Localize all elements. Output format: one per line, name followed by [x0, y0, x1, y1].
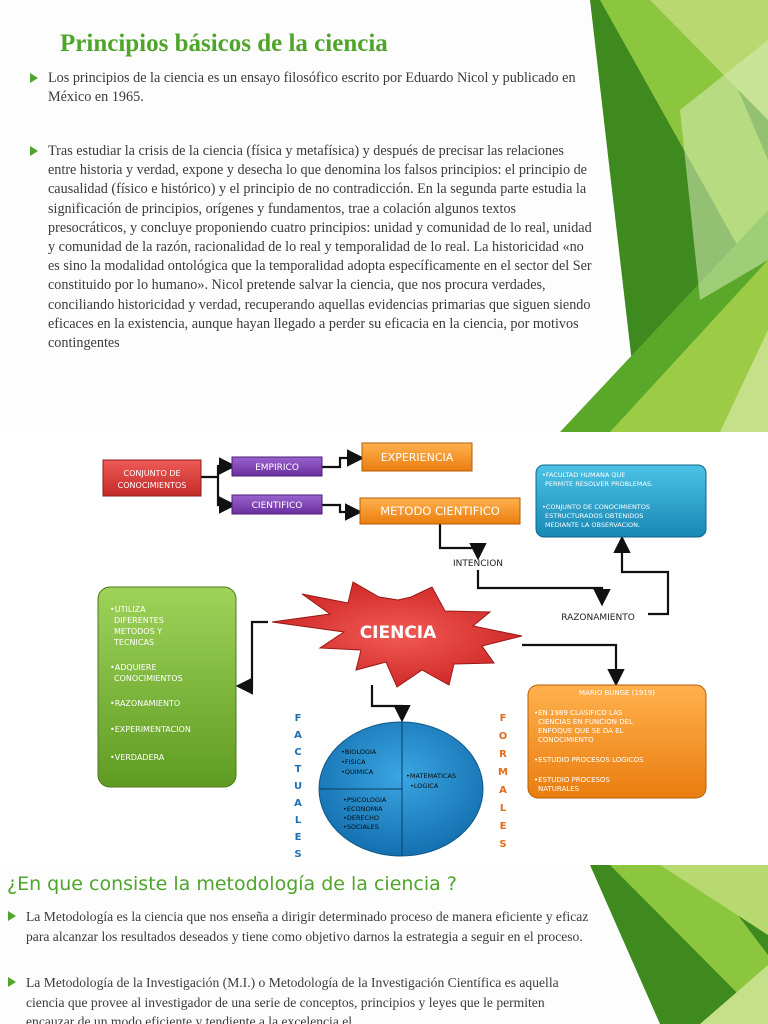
blue-definition-box: •FACULTAD HUMANA QUE PERMITE RESOLVER PR… [536, 465, 706, 537]
bunge-box: MARIO BUNGE (1919) •EN 1989 CLASIFICO LA… [528, 685, 706, 798]
factuales-letter: T [295, 764, 302, 775]
bullet-text: Los principios de la ciencia es un ensay… [48, 69, 595, 107]
concept-diagram-panel: CONJUNTO DE CONOCIMIENTOS EMPIRICO CIENT… [0, 432, 768, 865]
circle-item: •QUIMICA [341, 768, 374, 776]
bunge-line: ENFOQUE QUE SE DA EL [538, 727, 624, 735]
bullet-text: Tras estudiar la crisis de la ciencia (f… [48, 142, 595, 353]
green-line: TECNICAS [113, 638, 154, 647]
cientifico-label: CIENTIFICO [252, 501, 303, 511]
bullet-arrow-icon [30, 73, 38, 83]
conjunto-line: CONOCIMIENTOS [118, 481, 187, 490]
bunge-line: CIENCIAS EN FUNCION DEL [538, 718, 633, 726]
factuales-letter: F [295, 713, 302, 724]
circle-item: •FISICA [341, 758, 366, 766]
metodo-label: METODO CIENTIFICO [380, 504, 500, 518]
green-line: •EXPERIMENTACION [110, 725, 191, 734]
science-classification-circle: •BIOLOGIA •FISICA •QUIMICA •PSICOLOGIA •… [319, 722, 483, 856]
blue-line: PERMITE RESOLVER PROBLEMAS. [545, 480, 653, 488]
razonamiento-label: RAZONAMIENTO [561, 613, 635, 623]
bunge-line: •ESTUDIO PROCESOS LOGICOS [534, 756, 644, 764]
formales-letter: O [499, 731, 508, 742]
bunge-line: NATURALES [538, 785, 580, 793]
circle-item: •BIOLOGIA [341, 748, 377, 756]
bullet-text: La Metodología de la Investigación (M.I.… [26, 973, 592, 1024]
green-line: CONOCIMIENTOS [114, 674, 183, 683]
bullet-item: La Metodología es la ciencia que nos ens… [8, 907, 592, 946]
bunge-title: MARIO BUNGE (1919) [579, 689, 655, 697]
formales-letter: F [500, 713, 507, 724]
conjunto-line: CONJUNTO DE [123, 469, 180, 478]
green-line: DIFERENTES [114, 616, 164, 625]
bullet-text: La Metodología es la ciencia que nos ens… [26, 907, 592, 946]
formales-letter: M [498, 767, 508, 778]
circle-item: •SOCIALES [343, 823, 379, 831]
blue-line: •CONJUNTO DE CONOCIMIENTOS [542, 503, 650, 511]
bullet-item: Los principios de la ciencia es un ensay… [30, 69, 595, 107]
bunge-line: •ESTUDIO PROCESOS [534, 776, 610, 784]
green-line: METODOS Y [114, 627, 162, 636]
formales-letter: E [500, 821, 507, 832]
experiencia-label: EXPERIENCIA [381, 451, 454, 464]
factuales-letter: U [294, 781, 302, 792]
bullet-item: Tras estudiar la crisis de la ciencia (f… [30, 142, 595, 353]
factuales-letter: A [294, 798, 302, 809]
formales-letter: L [500, 803, 507, 814]
bullet-item: La Metodología de la Investigación (M.I.… [8, 973, 592, 1024]
bunge-line: CONOCIMIENTO [538, 736, 594, 744]
slide-title: ¿En que consiste la metodología de la ci… [7, 873, 457, 895]
cientifico-box: CIENTIFICO [232, 495, 322, 514]
ciencia-burst: CIENCIA [272, 582, 522, 687]
metodo-cientifico-box: METODO CIENTIFICO [360, 498, 520, 524]
green-line: •RAZONAMIENTO [110, 699, 180, 708]
conjunto-box: CONJUNTO DE CONOCIMIENTOS [103, 460, 201, 496]
blue-line: •FACULTAD HUMANA QUE [542, 471, 625, 479]
circle-item: •MATEMATICAS [406, 772, 456, 780]
factuales-letter: S [294, 849, 301, 860]
blue-line: MEDIANTE LA OBSERVACION. [545, 521, 640, 529]
factuales-letter: E [295, 832, 302, 843]
formales-letter: A [499, 785, 507, 796]
factuales-letter: C [294, 747, 301, 758]
slide-principios: Principios básicos de la ciencia Los pri… [0, 0, 768, 432]
bullet-arrow-icon [8, 911, 16, 921]
intencion-label: INTENCION [453, 559, 503, 569]
ciencia-label: CIENCIA [360, 623, 437, 643]
circle-item: •LOGICA [410, 782, 439, 790]
bunge-line: •EN 1989 CLASIFICO LAS [534, 709, 623, 717]
bullet-arrow-icon [30, 146, 38, 156]
empirico-label: EMPIRICO [255, 463, 299, 473]
green-line: •VERDADERA [110, 753, 165, 762]
blue-line: ESTRUCTURADOS OBTENIDOS [545, 512, 643, 520]
green-characteristics-box: •UTILIZA DIFERENTES METODOS Y TECNICAS •… [98, 587, 236, 787]
formales-vertical: F O R M A L E S [498, 713, 508, 850]
circle-item: •DERECHO [343, 814, 379, 822]
empirico-box: EMPIRICO [232, 457, 322, 476]
slide-metodologia: ¿En que consiste la metodología de la ci… [0, 865, 768, 1024]
slide-title: Principios básicos de la ciencia [60, 30, 388, 58]
formales-letter: S [499, 839, 506, 850]
circle-item: •ECONOMIA [343, 805, 383, 813]
concept-map: CONJUNTO DE CONOCIMIENTOS EMPIRICO CIENT… [0, 432, 768, 865]
factuales-letter: L [295, 815, 302, 826]
experiencia-box: EXPERIENCIA [362, 443, 472, 471]
circle-item: •PSICOLOGIA [343, 796, 387, 804]
bullet-arrow-icon [8, 977, 16, 987]
factuales-letter: A [294, 730, 302, 741]
factuales-vertical: F A C T U A L E S [294, 713, 302, 860]
green-line: •ADQUIERE [110, 663, 157, 672]
formales-letter: R [499, 749, 507, 760]
green-line: •UTILIZA [110, 605, 146, 614]
